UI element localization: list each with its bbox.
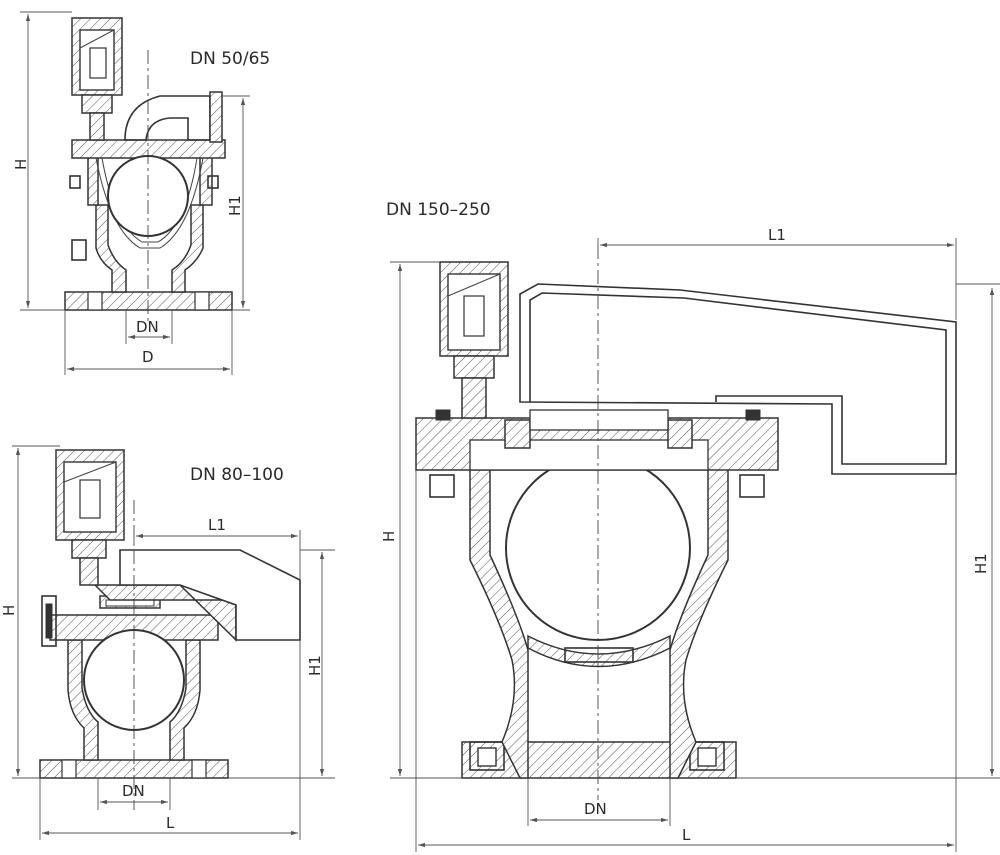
dim-h-label: H [0,605,18,616]
outlet-elbow [124,95,211,141]
dim-h1-label: H1 [226,195,244,216]
view-title: DN 80–100 [190,465,284,485]
dim-h1-label: H1 [972,553,990,574]
base-flange [461,741,737,779]
view-dn-150-250: H H1 L1 DN L DN 150–250 [380,200,1000,852]
dim-dn-label: DN [122,782,145,800]
dim-h-label: H [12,159,30,170]
view-title: DN 50/65 [190,49,270,69]
dim-dn-label: DN [584,800,607,818]
dim-h1-label: H1 [306,655,324,676]
dim-l1-label: L1 [768,226,786,244]
view-dn-80-100: H H1 L1 DN L DN 80–100 [0,445,335,840]
dim-l-label: L [166,814,175,832]
dim-l1-label: L1 [208,516,226,534]
dim-dn-label: DN [136,318,159,336]
body-neck [469,459,529,779]
dim-l-label: L [682,826,691,844]
outlet-hood [119,549,301,641]
view-dn-50-65: H H1 DN D DN 50/65 [12,11,270,375]
outlet-hood [519,283,957,475]
dim-h-label: H [380,531,398,542]
dim-d-label: D [142,348,154,366]
view-title: DN 150–250 [386,200,491,220]
